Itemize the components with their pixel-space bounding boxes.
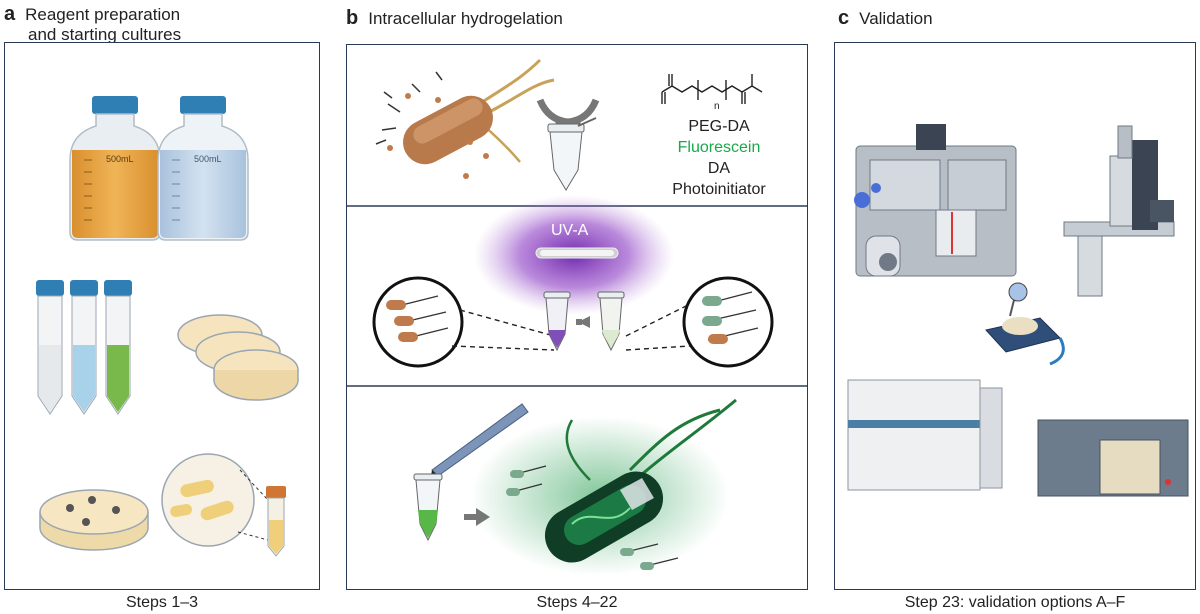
zoom-circle-after [625, 276, 774, 368]
panel-a-header: a Reagent preparation and starting cultur… [4, 4, 181, 45]
reagent-da: DA [707, 160, 731, 177]
green-microtube-bottom [413, 473, 443, 542]
stereo-microscope [985, 282, 1065, 366]
panel-c-caption: Step 23: validation options A–F [904, 594, 1126, 611]
hydrogelated-bacterium [544, 398, 737, 563]
colony-plate [39, 489, 149, 551]
reagent-photoinitiator: Photoinitiator [672, 181, 766, 198]
panel-b-header: b Intracellular hydrogelation [346, 8, 563, 29]
transition-arrow-shaft [576, 319, 582, 325]
bottle-volume-label-2: 500mL [194, 154, 222, 164]
bacterium-with-phages [375, 58, 555, 179]
panel-a-title-line2: and starting cultures [28, 25, 182, 44]
fluorescence-microscope [854, 124, 1017, 277]
fluorescent-phages [506, 465, 679, 570]
peg-da-structure [661, 74, 763, 104]
panel-a-letter: a [4, 3, 16, 25]
formula-n: n [714, 101, 720, 112]
transition-arrow [578, 316, 590, 328]
zoomed-bacteria-circle [161, 453, 269, 547]
panel-c-frame [834, 42, 1196, 590]
electron-microscope [1063, 125, 1175, 297]
green-microtube [597, 291, 625, 352]
small-culture-tube [266, 486, 286, 557]
zoom-circle-before [372, 276, 555, 368]
panel-b-title: Intracellular hydrogelation [368, 9, 563, 28]
panel-a-caption: Steps 1–3 [125, 594, 199, 611]
clear-media-bottle [157, 96, 249, 241]
flow-cytometer [847, 379, 1003, 491]
purple-microtube [543, 291, 571, 352]
orange-media-bottle [69, 96, 161, 241]
panel-c-title: Validation [859, 9, 933, 28]
microtube-top [547, 117, 597, 191]
reagent-fluorescein: Fluorescein [677, 139, 761, 156]
bottle-volume-label-1: 500mL [106, 154, 134, 164]
reagent-list: PEG-DA Fluorescein DA Photoinitiator [644, 116, 794, 200]
uv-lamp [535, 247, 619, 259]
panel-c-header: c Validation [838, 8, 933, 29]
panel-c-letter: c [838, 7, 850, 29]
conical-tubes [36, 280, 132, 415]
spectrophotometer [1037, 419, 1189, 497]
panel-b-letter: b [346, 7, 359, 29]
uv-a-label: UV-A [551, 222, 589, 239]
panel-b-caption: Steps 4–22 [536, 594, 618, 611]
panel-a-title-line1: Reagent preparation [25, 5, 181, 24]
reagent-peg-da: PEG-DA [688, 118, 750, 135]
agar-plates-stack [177, 314, 299, 401]
